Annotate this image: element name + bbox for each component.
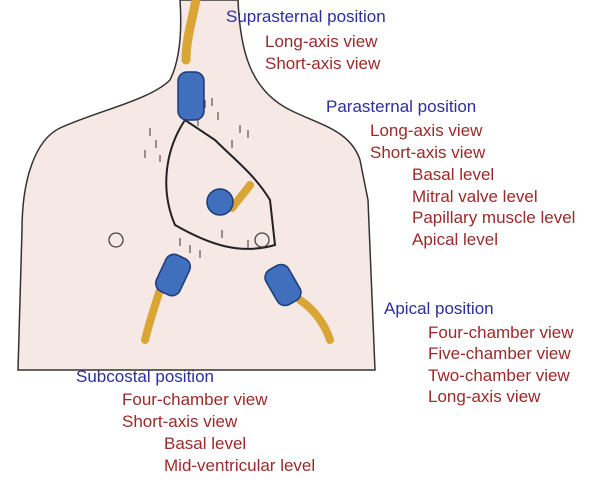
parasternal-view: Short-axis view: [370, 143, 486, 162]
right-nipple: [254, 232, 270, 248]
parasternal-level: Mitral valve level: [412, 187, 538, 206]
apical-view: Four-chamber view: [428, 323, 574, 342]
subcostal-view: Four-chamber view: [122, 390, 268, 409]
parasternal-probe: [206, 188, 234, 216]
subcostal-view: Short-axis view: [122, 412, 238, 431]
apical-view: Two-chamber view: [428, 366, 570, 385]
parasternal-level: Apical level: [412, 230, 498, 249]
apical-heading: Apical position: [384, 299, 494, 318]
parasternal-probe-cable: [228, 181, 254, 212]
heart-outline: [165, 118, 277, 250]
apical-probe: [264, 263, 302, 307]
parasternal-heading: Parasternal position: [326, 97, 477, 116]
left-nipple: [108, 232, 124, 248]
subcostal-level: Mid-ventricular level: [164, 456, 316, 475]
suprasternal-view: Long-axis view: [265, 32, 378, 51]
suprasternal-view: Short-axis view: [265, 54, 381, 73]
subcostal-probe: [154, 253, 192, 297]
subcostal-probe-cable: [141, 286, 164, 344]
parasternal-view: Long-axis view: [370, 121, 483, 140]
parasternal-level: Papillary muscle level: [412, 208, 576, 227]
apical-probe-cable: [296, 296, 334, 344]
suprasternal-probe: [177, 71, 205, 121]
apical-view: Five-chamber view: [428, 344, 571, 363]
suprasternal-heading: Suprasternal position: [226, 7, 386, 26]
subcostal-heading: Subcostal position: [76, 367, 214, 386]
apical-view: Long-axis view: [428, 387, 541, 406]
parasternal-level: Basal level: [412, 165, 495, 184]
subcostal-level: Basal level: [164, 434, 247, 453]
suprasternal-probe-cable: [181, 0, 201, 65]
